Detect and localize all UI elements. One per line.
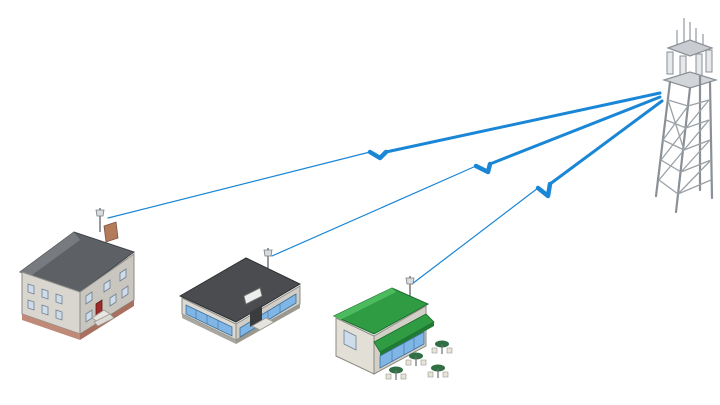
cafe-icon	[332, 276, 435, 375]
link-to-cafe	[411, 99, 664, 285]
cafe-table-icon	[405, 352, 427, 366]
cafe-tables	[385, 340, 453, 380]
cell-tower-icon	[654, 18, 719, 214]
house-icon	[18, 208, 136, 340]
cafe-table-icon	[385, 366, 407, 380]
link-to-house	[107, 91, 662, 219]
link-to-office	[271, 95, 662, 257]
cafe-table-icon	[427, 364, 449, 378]
wireless-links	[107, 91, 664, 285]
office-building-icon	[178, 248, 302, 344]
cafe-table-icon	[431, 340, 453, 354]
